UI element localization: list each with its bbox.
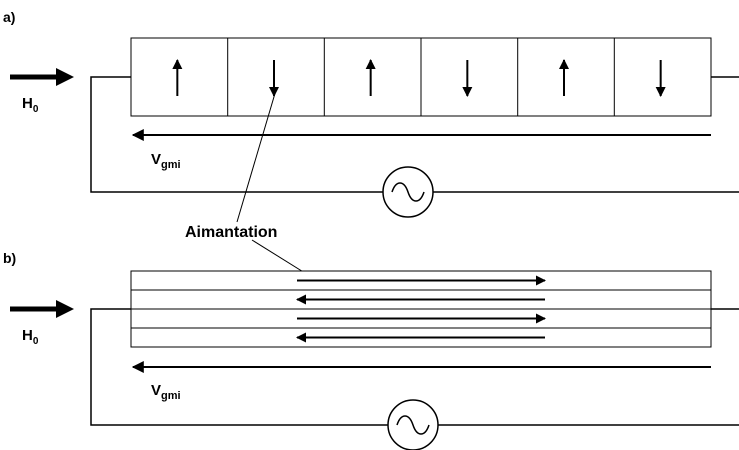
voltage-label-a: Vgmi xyxy=(151,151,181,171)
field-arrow-a xyxy=(10,68,74,86)
field-label-a: H0 xyxy=(22,95,39,115)
panel-a: a) H0 Vgmi xyxy=(3,9,739,218)
circuit-wire-b xyxy=(90,308,388,426)
panel-b-label: b) xyxy=(3,250,16,266)
ac-source-icon xyxy=(382,166,434,218)
panel-b: b) H0 Vgmi xyxy=(3,250,739,450)
ac-source-icon xyxy=(387,399,439,450)
field-label-b: H0 xyxy=(22,327,39,347)
annotation-text: Aimantation xyxy=(185,224,277,241)
domain-strip xyxy=(130,37,712,117)
annotation: Aimantation xyxy=(185,89,314,279)
voltage-label-b: Vgmi xyxy=(151,382,181,402)
field-arrow-b xyxy=(10,300,74,318)
circuit-wire-a xyxy=(90,76,383,193)
layer-strip xyxy=(130,270,712,348)
leader-line-a xyxy=(236,89,277,223)
panel-a-label: a) xyxy=(3,9,15,25)
